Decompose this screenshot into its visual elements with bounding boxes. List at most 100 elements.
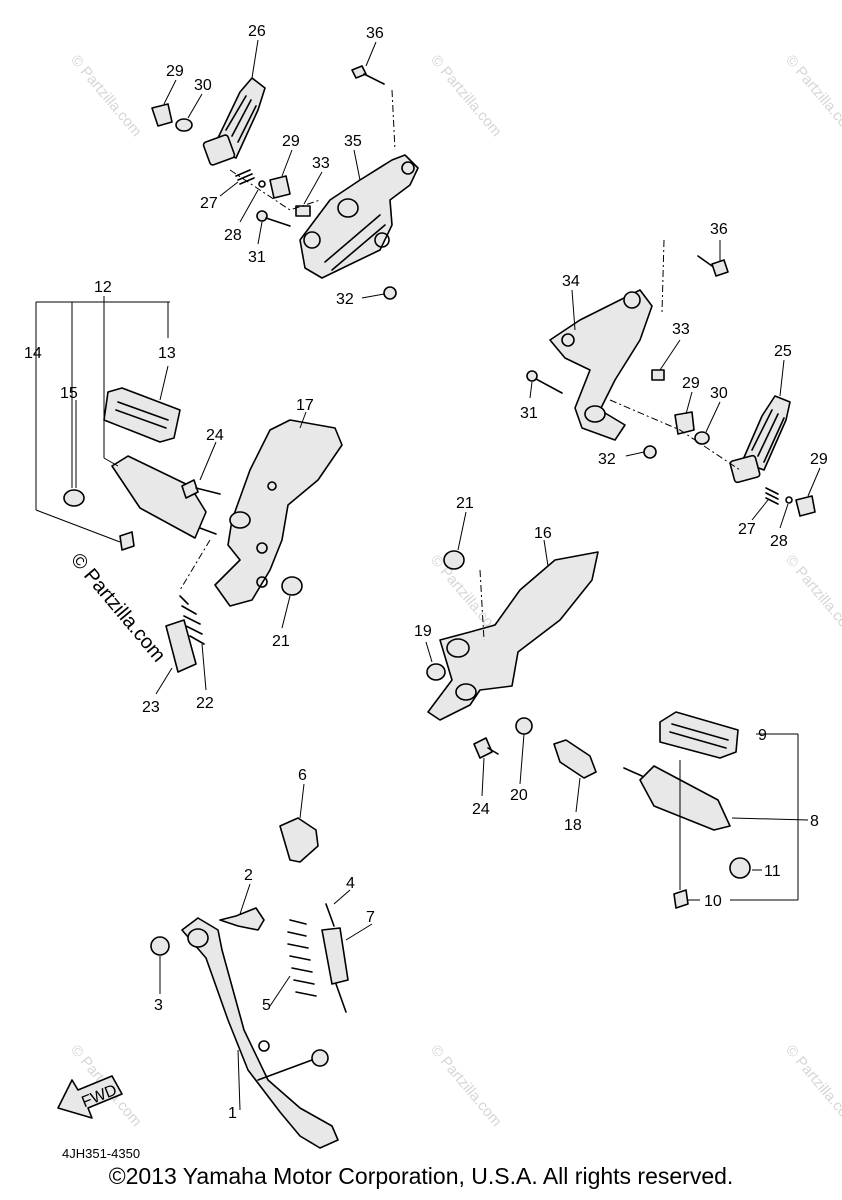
callout-4: 4 xyxy=(346,875,355,892)
callout-21: 21 xyxy=(272,633,290,650)
callout-34: 34 xyxy=(562,273,580,290)
axis-line xyxy=(479,569,485,641)
callout-23: 23 xyxy=(142,699,160,716)
callout-25: 25 xyxy=(774,343,792,360)
footrest-rubber-13 xyxy=(103,387,181,443)
bolt-10 xyxy=(673,889,689,909)
bolt-31-shaft xyxy=(535,378,563,394)
plate-hole xyxy=(256,542,268,554)
footrest-plate-17 xyxy=(214,419,343,607)
right-footrest-group xyxy=(426,550,751,909)
copyright-notice: ©2013 Yamaha Motor Corporation, U.S.A. A… xyxy=(108,1163,734,1189)
damper-15 xyxy=(63,489,85,507)
callout-33: 33 xyxy=(312,155,330,172)
fwd-arrow-icon xyxy=(57,1075,123,1119)
axis-line xyxy=(661,239,665,313)
callout-24: 24 xyxy=(472,801,490,818)
spring-4 xyxy=(325,903,347,1013)
callout-1: 1 xyxy=(228,1105,237,1122)
sidestand-1 xyxy=(181,917,339,1149)
watermark-main: © Partzilla.com xyxy=(66,549,169,666)
ball-28 xyxy=(258,180,266,188)
bracket-ribs xyxy=(324,214,386,271)
bolt-36-head xyxy=(711,259,729,277)
callout-2: 2 xyxy=(244,867,253,884)
bolt-14 xyxy=(119,531,135,551)
footrest-bracket-35 xyxy=(299,154,419,279)
callout-27: 27 xyxy=(738,521,756,538)
callout-29: 29 xyxy=(282,133,300,150)
leader-lines xyxy=(35,39,821,1111)
clip-29 xyxy=(795,495,816,517)
plate-boss xyxy=(446,638,470,658)
bolt-18 xyxy=(553,739,597,779)
callout-24: 24 xyxy=(206,427,224,444)
sidestand-group xyxy=(150,817,349,1149)
bolt-36-shaft xyxy=(697,255,713,267)
sidestand-arm xyxy=(257,1059,313,1081)
footrest-plate-16 xyxy=(427,551,599,721)
sidestand-pivot xyxy=(187,928,209,948)
plate-boss xyxy=(455,683,477,701)
callout-20: 20 xyxy=(510,787,528,804)
nut-21 xyxy=(443,550,465,570)
plate-hole xyxy=(267,481,277,491)
callout-15: 15 xyxy=(60,385,78,402)
fwd-arrow: FWD xyxy=(57,1075,123,1119)
nut-32 xyxy=(643,445,657,459)
callout-16: 16 xyxy=(534,525,552,542)
footrest-8 xyxy=(639,765,731,831)
callout-7: 7 xyxy=(366,909,375,926)
clip-29 xyxy=(269,175,291,199)
callout-3: 3 xyxy=(154,997,163,1014)
sidestand-knob xyxy=(311,1049,329,1067)
bolt-36-head xyxy=(351,65,367,79)
watermark: © Partzilla.com xyxy=(67,52,145,140)
callout-29: 29 xyxy=(682,375,700,392)
bolt-31-head xyxy=(526,370,538,382)
callout-28: 28 xyxy=(770,533,788,550)
callout-17: 17 xyxy=(296,397,314,414)
footrest-rubber-9 xyxy=(659,711,739,759)
bolt-31-shaft xyxy=(265,217,291,227)
bolt-2 xyxy=(219,907,265,931)
callout-26: 26 xyxy=(248,23,266,40)
callout-11: 11 xyxy=(764,863,781,880)
callout-30: 30 xyxy=(710,385,728,402)
left-footrest-group xyxy=(63,387,343,673)
footrest-stub xyxy=(623,767,643,777)
diagram-code: 4JH351-4350 xyxy=(62,1146,141,1161)
callout-19: 19 xyxy=(414,623,432,640)
nut-3 xyxy=(150,936,170,956)
watermark-layer: © Partzilla.com © Partzilla.com © Partzi… xyxy=(66,52,842,1130)
callout-13: 13 xyxy=(158,345,176,362)
ball-28 xyxy=(785,496,793,504)
nut-32 xyxy=(383,286,397,300)
spring-27 xyxy=(235,169,255,185)
callout-32: 32 xyxy=(336,291,354,308)
sidestand-pin xyxy=(258,1040,270,1052)
watermark: © Partzilla.com xyxy=(782,552,842,640)
callout-14: 14 xyxy=(24,345,42,362)
footrest-stub xyxy=(199,527,217,535)
footrest-grip-lines xyxy=(751,409,785,463)
callout-27: 27 xyxy=(200,195,218,212)
callout-18: 18 xyxy=(564,817,582,834)
callout-28: 28 xyxy=(224,227,242,244)
bracket-hole xyxy=(303,231,321,249)
rubber-grip-lines xyxy=(115,401,169,429)
callout-8: 8 xyxy=(810,813,819,830)
plate-boss xyxy=(229,511,251,529)
axis-line xyxy=(179,539,211,591)
callout-32: 32 xyxy=(598,451,616,468)
bolt-24-head xyxy=(181,479,199,499)
callout-31: 31 xyxy=(248,249,266,266)
footrest-26-base xyxy=(202,134,236,166)
plate-hole xyxy=(256,576,268,588)
pin-30 xyxy=(175,118,193,132)
callout-6: 6 xyxy=(298,767,307,784)
watermark: © Partzilla.com xyxy=(782,52,842,140)
footrest-25-base xyxy=(729,454,761,484)
callouts: 26 29 30 29 33 35 36 27 28 31 32 36 34 3… xyxy=(24,23,828,1122)
